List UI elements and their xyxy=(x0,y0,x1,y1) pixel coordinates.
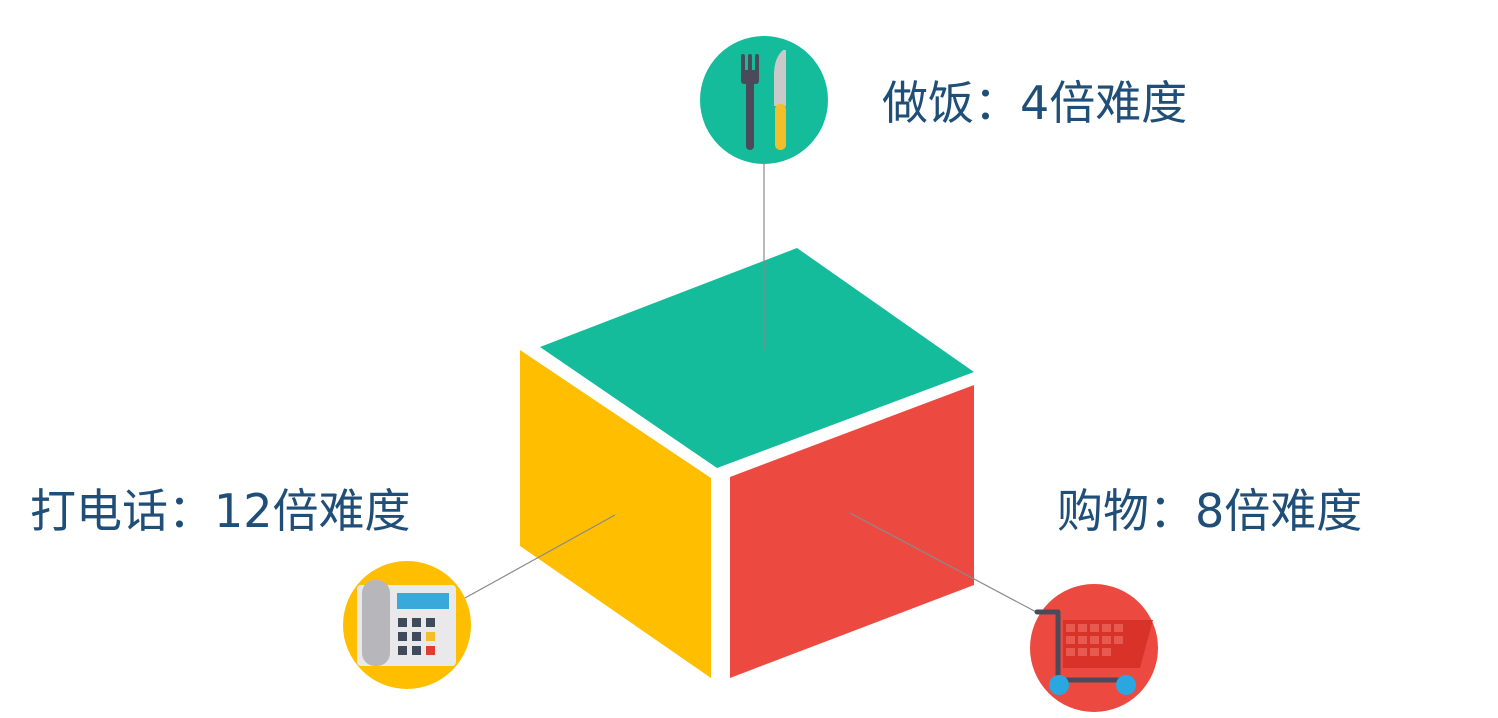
label-shopping: 购物：8倍难度 xyxy=(1057,484,1363,538)
cube-top-face xyxy=(540,248,974,468)
label-cooking: 做饭：4倍难度 xyxy=(882,76,1188,130)
connector-phone xyxy=(464,514,616,599)
cube-right-face xyxy=(730,385,974,678)
connector-shopping xyxy=(849,512,1041,615)
cube-left-face xyxy=(520,350,711,678)
telephone-icon xyxy=(343,561,471,689)
label-phone: 打电话：12倍难度 xyxy=(30,484,411,538)
fork-knife-icon xyxy=(700,36,828,164)
shopping-cart-icon xyxy=(1030,584,1158,712)
